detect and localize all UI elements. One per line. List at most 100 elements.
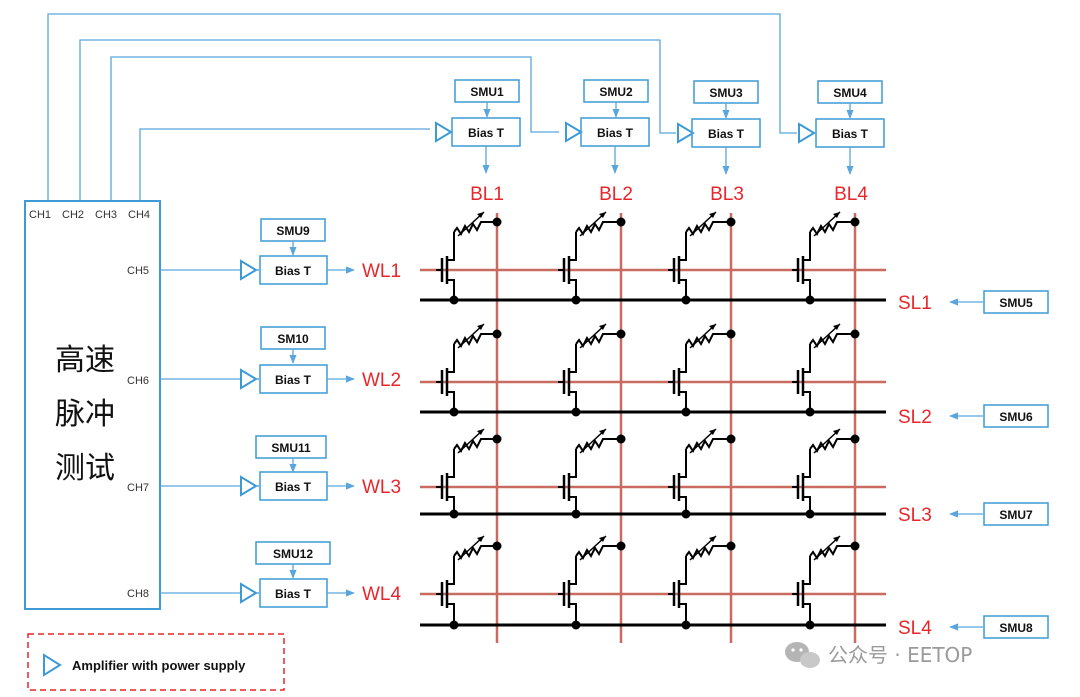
resistor-element	[809, 438, 855, 453]
amplifier-icon	[240, 368, 258, 390]
source-node	[805, 620, 815, 630]
source-node	[449, 509, 459, 519]
drain-lead	[803, 556, 811, 585]
memory-cell	[792, 323, 860, 417]
source-node	[571, 509, 581, 519]
drain-lead	[803, 449, 811, 478]
drain-lead	[569, 232, 577, 261]
drain-lead	[803, 232, 811, 261]
channel-label-ch3: CH3	[95, 209, 117, 221]
resistor-element	[453, 221, 497, 236]
smu-box	[255, 435, 327, 459]
bias-tee-label: Bias T	[832, 127, 869, 141]
memory-cell	[668, 211, 736, 305]
memory-cell	[792, 211, 860, 305]
bias-tee-label: Bias T	[275, 264, 312, 278]
source-node	[449, 407, 459, 417]
variable-arrowhead	[709, 429, 716, 435]
variable-arrowhead	[833, 536, 840, 542]
channel-label-ch4: CH4	[128, 209, 150, 221]
bit-node	[850, 541, 860, 551]
bit-node	[850, 434, 860, 444]
smu-label: SM10	[277, 332, 309, 346]
variable-arrowhead	[709, 536, 716, 542]
word-line-label: WL4	[362, 584, 402, 605]
source-node	[571, 295, 581, 305]
resistor-element	[809, 333, 855, 348]
variable-arrowhead	[833, 212, 840, 218]
source-lead	[679, 391, 687, 412]
source-node	[681, 509, 691, 519]
resistor-element	[453, 333, 497, 348]
bit-node	[492, 329, 502, 339]
drain-lead	[569, 556, 577, 585]
channel-label-ch7: CH7	[127, 482, 149, 494]
bias-tee-box	[580, 117, 650, 147]
bit-node	[726, 217, 736, 227]
bias-tee-box	[691, 118, 761, 148]
bit-node	[850, 329, 860, 339]
source-lead	[803, 391, 811, 412]
source-line-group-1: SL1 SMU5	[898, 290, 1049, 314]
bit-node	[616, 434, 626, 444]
source-line-label: SL4	[898, 618, 932, 639]
resistor-element	[575, 545, 621, 560]
drain-lead	[447, 232, 455, 261]
amplifier-icon	[240, 259, 258, 281]
bias-tee-box	[259, 471, 328, 501]
memory-cell	[668, 323, 736, 417]
variable-arrowhead	[709, 324, 716, 330]
resistor-element	[453, 438, 497, 453]
resistor-element	[453, 545, 497, 560]
amplifier-icon	[240, 582, 258, 604]
drain-lead	[447, 344, 455, 373]
source-node	[449, 620, 459, 630]
wechat-icon	[785, 642, 820, 668]
source-lead	[679, 603, 687, 625]
channel-wire	[79, 39, 676, 201]
drain-lead	[569, 449, 577, 478]
source-node	[571, 407, 581, 417]
drain-lead	[679, 556, 687, 585]
variable-arrowhead	[477, 536, 484, 542]
variable-arrowhead	[477, 324, 484, 330]
bit-line-group-2: SMU2 Bias T BL2	[580, 79, 650, 205]
channel-wire	[139, 128, 430, 201]
memory-cell	[558, 323, 626, 417]
smu-label: SMU1	[470, 85, 504, 99]
memory-cell	[436, 211, 502, 305]
smu-label: SMU11	[271, 441, 311, 455]
resistor-element	[685, 221, 731, 236]
amplifier-icon	[240, 475, 258, 497]
pulse-tester: 高速 脉冲 测试 CH1 CH2 CH3 CH4 CH5 CH6 CH7 CH8	[24, 200, 161, 610]
source-lead	[679, 496, 687, 514]
tester-label-line1: 高速	[55, 343, 115, 378]
bias-tee-label: Bias T	[468, 126, 505, 140]
smu-label: SMU3	[709, 86, 743, 100]
bit-node	[616, 541, 626, 551]
bit-node	[726, 434, 736, 444]
smu-box	[983, 290, 1049, 314]
drain-lead	[447, 449, 455, 478]
variable-arrowhead	[599, 536, 606, 542]
legend-box	[27, 633, 285, 691]
variable-arrowhead	[599, 324, 606, 330]
source-lead	[447, 496, 455, 514]
bit-node	[616, 217, 626, 227]
channel-wire	[110, 56, 559, 201]
source-lead	[803, 496, 811, 514]
memory-cell-array	[420, 211, 886, 643]
bit-node	[726, 541, 736, 551]
memory-cell	[558, 535, 626, 630]
memory-cell	[436, 323, 502, 417]
variable-arrowhead	[709, 212, 716, 218]
smu-label: SMU9	[276, 224, 310, 238]
bias-tee-label: Bias T	[597, 126, 634, 140]
smu-label: SMU8	[999, 621, 1033, 635]
word-line-group-4: SMU12 Bias T WL4	[255, 541, 402, 608]
drain-lead	[679, 232, 687, 261]
source-lead	[569, 603, 577, 625]
variable-arrowhead	[599, 429, 606, 435]
smu-label: SMU7	[999, 508, 1033, 522]
smu-box	[983, 502, 1049, 526]
